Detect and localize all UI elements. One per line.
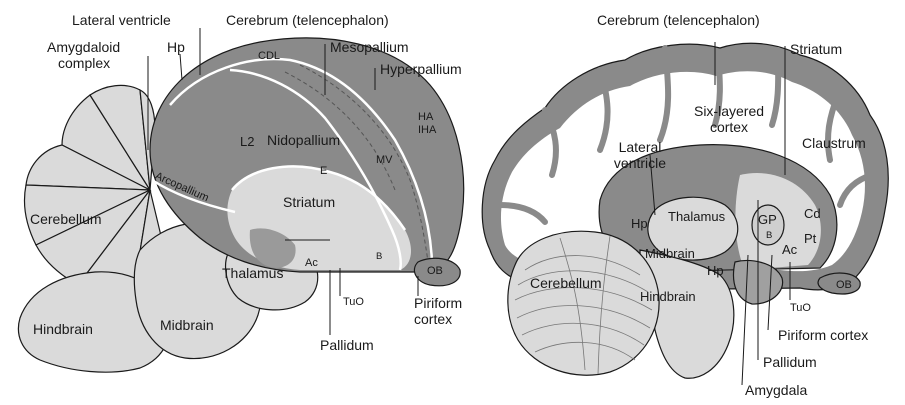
label-mesopallium: Mesopallium (330, 40, 409, 55)
label-amygdaloid: Amygdaloid (47, 40, 120, 55)
label-pallidum-mammal: Pallidum (763, 355, 817, 370)
label-hp-avian: Hp (167, 40, 185, 55)
label-thalamus-mammal: Thalamus (668, 210, 725, 224)
label-ac-mammal: Ac (782, 243, 797, 257)
label-hyperpallium: Hyperpallium (380, 62, 462, 77)
label-cortex-mammal: cortex (684, 120, 774, 135)
label-ha: HA (418, 111, 433, 123)
label-gp: GP (758, 213, 777, 227)
label-amygdala: Amygdala (745, 383, 807, 398)
label-complex: complex (58, 56, 110, 71)
label-ob-avian: OB (427, 265, 443, 277)
label-ob-mammal: OB (836, 279, 852, 291)
label-nidopallium: Nidopallium (267, 133, 340, 148)
label-cerebellum-mammal: Cerebellum (530, 276, 602, 291)
label-midbrain-avian: Midbrain (160, 318, 214, 333)
label-cd: Cd (804, 207, 821, 221)
label-iha: IHA (418, 124, 436, 136)
label-hindbrain-mammal: Hindbrain (640, 290, 696, 304)
label-cerebellum-avian: Cerebellum (30, 212, 102, 227)
label-hp-mammal-lower: Hp (707, 264, 724, 278)
label-lateral-ventricle: Lateral ventricle (72, 13, 171, 28)
label-piriform-cortex-mammal: Piriform cortex (778, 328, 868, 343)
label-ac-avian: Ac (305, 257, 318, 269)
label-claustrum: Claustrum (802, 136, 866, 151)
label-striatum-mammal: Striatum (790, 42, 842, 57)
label-hindbrain-avian: Hindbrain (33, 322, 93, 337)
label-mv: MV (376, 154, 393, 166)
label-ventricle: ventricle (604, 156, 676, 171)
label-tuo-avian: TuO (343, 296, 364, 308)
label-midbrain-mammal: Midbrain (645, 247, 695, 261)
label-hp-mammal-upper: Hp (631, 217, 648, 231)
label-b-mammal: B (766, 231, 772, 241)
label-piriform: Piriform (414, 296, 462, 311)
label-b-avian: B (376, 252, 382, 262)
label-cortex-avian: cortex (414, 312, 452, 327)
label-l2: L2 (240, 135, 254, 149)
label-cerebrum-mammal: Cerebrum (telencephalon) (597, 13, 760, 28)
label-thalamus-avian: Thalamus (222, 266, 283, 281)
label-pallidum-avian: Pallidum (320, 338, 374, 353)
label-lateral: Lateral (608, 140, 672, 155)
label-pt: Pt (804, 232, 816, 246)
label-six-layered: Six-layered (684, 104, 774, 119)
label-cerebrum-avian: Cerebrum (telencephalon) (226, 13, 389, 28)
label-e: E (320, 165, 327, 177)
label-striatum-avian: Striatum (283, 195, 335, 210)
label-cdl: CDL (258, 50, 280, 62)
label-tuo-mammal: TuO (790, 302, 811, 314)
mammal-cerebellum (508, 231, 659, 375)
